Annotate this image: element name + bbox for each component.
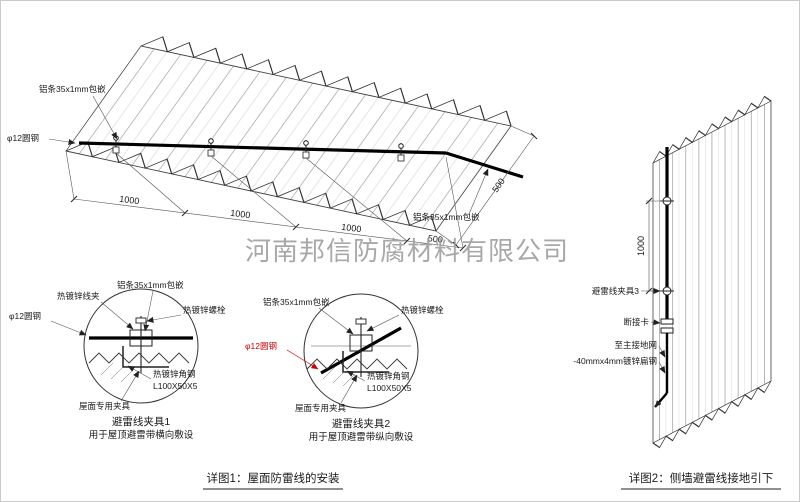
disconnect-card-plate	[660, 327, 674, 334]
extension-line	[435, 230, 457, 246]
dim-500-side: 500	[490, 176, 507, 194]
to-ground-arrow	[654, 392, 668, 408]
lightning-wire-branch	[445, 151, 524, 179]
dimension-ticks	[70, 195, 467, 252]
label-angle-size: L100X50X5	[153, 381, 198, 391]
clamp1-title: 避雷线夹具1	[112, 415, 170, 428]
leader-line	[318, 307, 354, 335]
leader-line	[127, 365, 152, 380]
extension-line	[305, 157, 408, 242]
extension-line	[510, 125, 535, 137]
label-round-steel: φ12圆钢	[9, 311, 41, 321]
clamp-body	[129, 329, 153, 347]
leader-line	[650, 319, 661, 326]
label-aluminum-strip-left: 铝条35x1mm包嵌	[39, 84, 106, 94]
label-round-steel-roof: φ12圆钢	[7, 133, 39, 143]
bolt-nut	[135, 317, 147, 324]
dim-1000-wall: 1000	[636, 236, 646, 256]
label-to-ground-grid: 至主接地网	[614, 340, 657, 350]
leader-line	[340, 374, 358, 404]
label-disconnect-card: 断接卡	[623, 317, 649, 327]
extension-line	[115, 152, 186, 214]
dim-500-bottom: 500	[427, 233, 443, 245]
wall-elevation-view: 1000 避雷线夹具3 断接卡 至主接地网 -40mmx4mm镀锌扁钢	[573, 95, 772, 449]
leader-line	[658, 361, 666, 374]
leader-line	[146, 314, 182, 323]
leader-line	[92, 95, 118, 140]
detail-clamp1: 热镀锌线夹 铝条35x1mm包嵌 热镀锌螺栓 φ12圆钢 热镀锌角钢 L100X…	[9, 280, 226, 441]
disconnect-card-plate	[660, 318, 674, 325]
leader-line	[143, 290, 154, 332]
label-roof-fixture: 屋面专用夹具	[79, 401, 131, 411]
wall-surface	[652, 100, 772, 444]
clamp-body	[349, 334, 373, 352]
label-bolt: 热镀锌螺栓	[183, 305, 226, 315]
extension-line	[65, 150, 75, 200]
label-angle-steel: 热镀锌角钢	[153, 369, 196, 379]
label-round-steel-red: φ12圆钢	[245, 341, 277, 351]
roof-profile-section	[88, 352, 190, 364]
dimension-line-bottom	[73, 198, 464, 249]
corrugated-roof-sheet	[65, 36, 512, 232]
wall-labels: 避雷线夹具3 断接卡 至主接地网 -40mmx4mm镀锌扁钢	[573, 286, 666, 374]
dim-1000-c: 1000	[341, 222, 362, 234]
clamp2-subtitle: 用于屋顶避雷带纵向敷设	[309, 431, 414, 443]
leader-line	[468, 168, 489, 215]
corrugation-profile-front-edge	[65, 141, 437, 232]
extension-line	[445, 156, 464, 249]
roof-wire-clamps	[112, 135, 405, 162]
label-aluminum-strip: 铝条35x1mm包嵌	[117, 280, 184, 290]
label-wire-clip: 热镀锌线夹	[57, 291, 100, 301]
captions: 详图1：屋面防雷线的安装 详图2：侧墙避雷线接地引下	[203, 471, 781, 490]
clamp2-title: 避雷线夹具2	[332, 417, 390, 430]
label-flat-steel: -40mmx4mm镀锌扁钢	[573, 356, 657, 366]
roof-profile-section	[306, 358, 408, 370]
roof-labels: 铝条35x1mm包嵌 φ12圆钢 铝条35x1mm包嵌	[7, 84, 489, 222]
corrugation-profile-bottom-edge	[652, 380, 772, 449]
caption-detail2: 详图2：侧墙避雷线接地引下	[629, 471, 773, 485]
leader-line	[100, 301, 134, 330]
corrugated-wall-sheet	[652, 95, 772, 449]
clamp1-subtitle: 用于屋顶避雷带横向敷设	[89, 429, 194, 441]
label-aluminum-strip-right: 铝条35x1mm包嵌	[413, 212, 480, 222]
dimension-line-right	[455, 135, 535, 246]
wire-clamp-mark	[397, 143, 405, 162]
leader-line	[48, 138, 76, 145]
label-bolt: 热镀锌螺栓	[401, 305, 444, 315]
corrugation-profile-back-edge	[140, 36, 512, 127]
company-watermark: 河南邦信防腐材料有限公司	[245, 236, 569, 266]
label-angle-size: L100X50X5	[367, 383, 412, 393]
leader-line	[366, 314, 400, 332]
label-roof-fixture: 屋面专用夹具	[295, 403, 347, 413]
hatching	[100, 362, 134, 383]
label-clamp3: 避雷线夹具3	[592, 286, 640, 296]
label-aluminum-strip: 铝条35x1mm包嵌	[263, 297, 330, 307]
roof-axonometric-view: 1000 1000 1000 500 500 铝条35x1mm包嵌 φ12圆钢 …	[7, 36, 538, 252]
corrugation-profile-top-edge	[652, 95, 772, 164]
leader-line	[50, 320, 87, 336]
extension-line	[210, 155, 297, 228]
leader-line-red	[286, 349, 319, 370]
label-angle-steel: 热镀锌角钢	[367, 371, 410, 381]
dim-1000-b: 1000	[230, 208, 251, 220]
dimension-ticks	[452, 132, 538, 249]
caption-detail1: 详图1：屋面防雷线的安装	[207, 471, 340, 485]
bolt-nut	[355, 318, 367, 325]
lightning-wire-horizontal	[78, 141, 447, 155]
detail-clamp2: 铝条35x1mm包嵌 热镀锌螺栓 φ12圆钢 热镀锌角钢 L100X50X5 屋…	[245, 293, 444, 443]
leader-line	[658, 345, 666, 358]
roof-dimensions: 1000 1000 1000 500 500	[65, 125, 538, 252]
angle-steel	[342, 351, 389, 373]
dim-1000-a: 1000	[119, 194, 140, 206]
leader-line	[120, 370, 140, 402]
